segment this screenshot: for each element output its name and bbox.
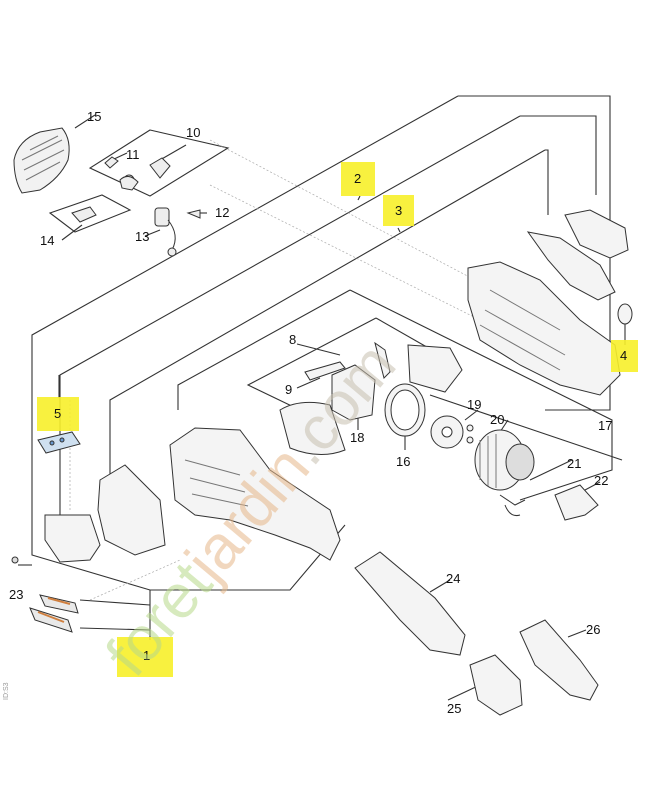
part-26-shape xyxy=(519,619,599,701)
part-number-23: 23 xyxy=(9,587,24,602)
part-number-18: 17 xyxy=(598,418,613,433)
part-24-nozzle-shape xyxy=(354,551,466,656)
assembly-outline-fan xyxy=(375,317,433,351)
part-23-screw-shape xyxy=(11,556,19,564)
highlight-3 xyxy=(383,195,414,226)
highlight-1 xyxy=(117,637,173,677)
part-number-26: 26 xyxy=(586,622,601,637)
part-19-fan-shape xyxy=(430,415,474,449)
part-number-3: 3 xyxy=(395,203,403,218)
part-number-10: 10 xyxy=(186,125,201,140)
part-16-shape xyxy=(384,383,426,437)
part-number-4: 4 xyxy=(620,348,628,363)
part-8-9-17-shapes xyxy=(279,341,463,455)
part-number-1: 1 xyxy=(143,648,151,663)
part-15-filter-shape xyxy=(13,127,70,194)
part-number-25: 25 xyxy=(447,701,462,716)
assembly-outline-motor xyxy=(349,289,613,501)
part-number-12: 12 xyxy=(215,205,230,220)
part-number-19: 19 xyxy=(467,397,482,412)
part-1-strips-shape xyxy=(29,594,79,633)
part-number-14: 14 xyxy=(40,233,55,248)
part-5-label-shape xyxy=(37,431,81,454)
part-number-9: 9 xyxy=(285,382,293,397)
housing-upper-shape xyxy=(467,209,633,396)
part-number-21: 21 xyxy=(567,456,582,471)
highlight-2 xyxy=(341,162,375,196)
part-number-2: 2 xyxy=(354,171,362,186)
part-group-10-box xyxy=(88,129,230,197)
part-number-17: 18 xyxy=(350,430,365,445)
assembly-outline-fan-b xyxy=(246,317,377,411)
part-number-15: 15 xyxy=(87,109,102,124)
part-13-shape xyxy=(154,207,201,257)
part-25-shape xyxy=(469,654,523,716)
part-number-11: 11 xyxy=(126,147,140,162)
part-number-13: 13 xyxy=(135,229,150,244)
part-22-shape xyxy=(554,484,599,521)
assembly-outline-3b xyxy=(59,115,521,550)
part-number-24: 24 xyxy=(446,571,461,586)
assembly-outline-18 xyxy=(429,394,623,461)
part-number-22: 22 xyxy=(594,473,609,488)
housing-lower-shape xyxy=(44,427,341,563)
assembly-outline-motor-b xyxy=(177,289,351,410)
part-20-motor-shape xyxy=(474,429,535,516)
side-reference-code: ID:S3 xyxy=(3,682,10,700)
assembly-outline-main xyxy=(31,95,459,591)
part-number-16: 16 xyxy=(396,454,411,469)
part-number-20: 20 xyxy=(490,412,505,427)
assembly-outline-inner xyxy=(545,149,549,215)
highlight-4 xyxy=(611,340,638,372)
part-number-5: 5 xyxy=(54,406,62,421)
part-number-8: 8 xyxy=(289,332,297,347)
assembly-outline-3 xyxy=(520,115,597,195)
part-11-shape xyxy=(104,156,171,191)
highlight-5 xyxy=(37,397,79,431)
part-14-shape xyxy=(71,206,97,223)
part-group-14-box xyxy=(48,194,132,233)
